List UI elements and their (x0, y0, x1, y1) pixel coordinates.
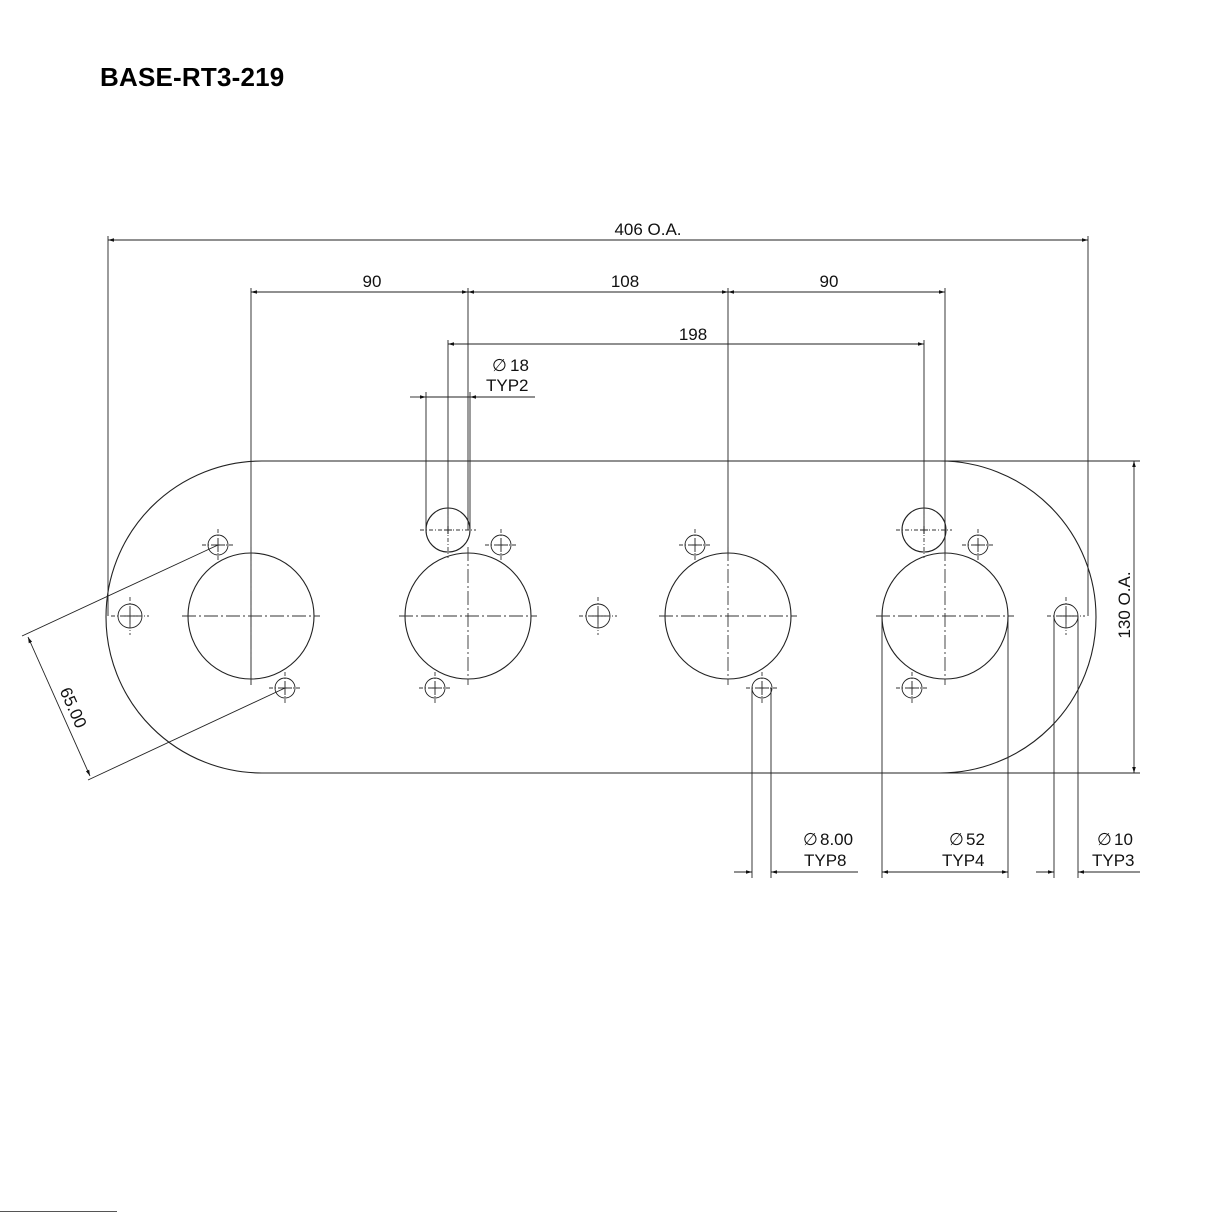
dim-overall-height: 130 O.A. (940, 460, 1140, 774)
svg-text:52: 52 (966, 830, 985, 849)
svg-text:∅: ∅ (803, 830, 818, 849)
plate-outline (105, 460, 1097, 774)
diameter-symbol: ∅ (492, 356, 507, 375)
footer-rule (0, 1211, 117, 1212)
svg-text:∅: ∅ (949, 830, 964, 849)
svg-text:90: 90 (363, 272, 382, 291)
dim-diagonal-65: 65.00 (21, 544, 286, 781)
dim-198: 198 (447, 325, 925, 530)
svg-text:90: 90 (820, 272, 839, 291)
svg-text:108: 108 (611, 272, 639, 291)
callout-hole-18: ∅ 18 TYP2 (410, 356, 535, 530)
svg-text:TYP3: TYP3 (1092, 851, 1135, 870)
callout-hole-10: ∅ 10 TYP3 (1036, 616, 1140, 878)
callout-hole-52: ∅ 52 TYP4 (881, 616, 1009, 878)
svg-text:10: 10 (1114, 830, 1133, 849)
medium-holes (420, 502, 952, 558)
svg-text:∅: ∅ (1097, 830, 1112, 849)
svg-text:406 O.A.: 406 O.A. (614, 220, 681, 239)
drawing-title: BASE-RT3-219 (100, 62, 285, 92)
svg-text:198: 198 (679, 325, 707, 344)
dim-spacing-row: 90 108 90 (250, 272, 946, 685)
svg-text:130 O.A.: 130 O.A. (1115, 571, 1134, 638)
svg-text:8.00: 8.00 (820, 830, 853, 849)
callout-hole-8: ∅ 8.00 TYP8 (734, 688, 858, 878)
svg-text:TYP2: TYP2 (486, 376, 529, 395)
svg-text:TYP4: TYP4 (942, 851, 985, 870)
large-holes (182, 547, 1014, 685)
dim-overall-length: 406 O.A. (107, 220, 1089, 616)
svg-text:18: 18 (510, 356, 529, 375)
svg-text:65.00: 65.00 (56, 684, 91, 731)
svg-text:TYP8: TYP8 (804, 851, 847, 870)
